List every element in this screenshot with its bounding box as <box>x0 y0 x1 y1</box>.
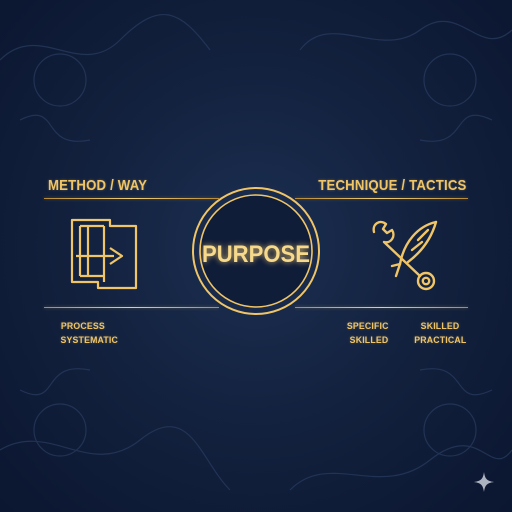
right-col1-item-1: SPECIFIC <box>346 321 389 332</box>
right-heading: TECHNIQUE / TACTICS <box>318 177 467 194</box>
top-line-left <box>44 198 219 200</box>
purpose-circle <box>192 187 320 315</box>
top-line-right <box>295 198 468 200</box>
purpose-text: PURPOSE <box>202 241 310 268</box>
right-col2-item-1: SKILLED <box>420 321 460 332</box>
left-item-2: SYSTEMATIC <box>60 335 119 346</box>
left-item-1: PROCESS <box>60 321 105 332</box>
bottom-line-right <box>295 307 468 309</box>
right-col2-item-2: PRACTICAL <box>414 335 467 346</box>
sparkle-icon <box>474 472 494 492</box>
process-flow-icon <box>70 218 138 290</box>
bottom-line-left <box>44 307 219 309</box>
right-col1-item-2: SKILLED <box>349 335 389 346</box>
wrench-quill-icon <box>372 220 438 291</box>
left-heading: METHOD / WAY <box>48 177 148 194</box>
